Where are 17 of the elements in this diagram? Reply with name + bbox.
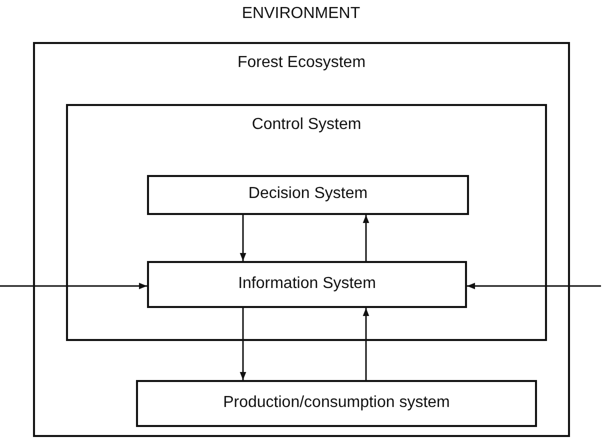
arrow [362,215,370,261]
box-heading: Forest Ecosystem [237,54,366,72]
information-box [147,261,467,308]
ecosystem-box [33,42,570,437]
arrow [0,282,147,290]
arrow [467,282,601,290]
environment-label: ENVIRONMENT [242,5,360,23]
box-heading: Information System [238,275,376,293]
box-heading: Control System [252,116,362,134]
arrow [240,308,246,380]
arrow [240,215,246,261]
production-box [136,380,537,427]
decision-box [147,175,469,215]
box-heading: Production/consumption system [223,394,450,412]
arrow [362,308,370,380]
box-heading: Decision System [248,185,368,203]
control-system-box [66,104,547,341]
